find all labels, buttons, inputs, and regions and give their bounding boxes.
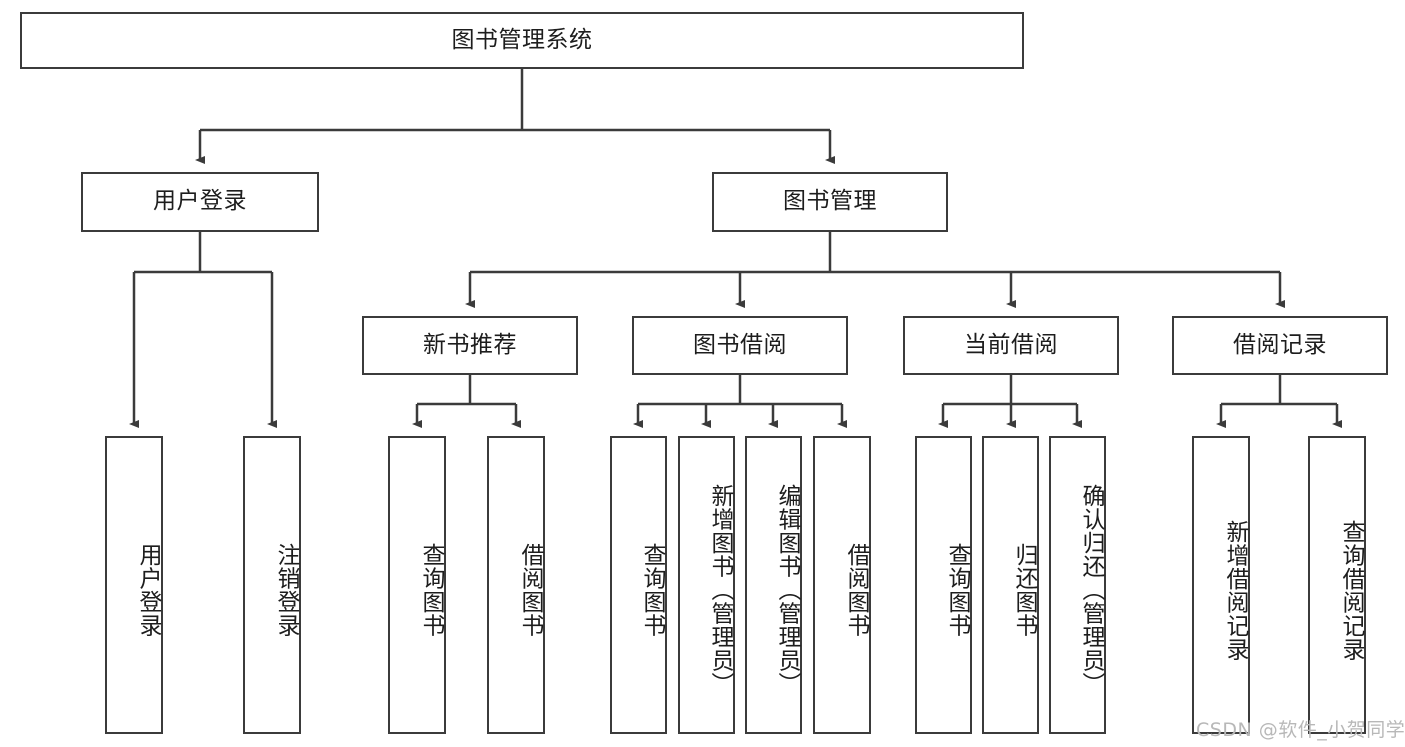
leaf-node-label: 新增图书（管理员）: [707, 484, 733, 696]
watermark: CSDN @软件_小贺同学: [1196, 719, 1405, 741]
leaf-node-label: 借阅图书: [843, 543, 869, 637]
leaf-node-label: 借阅图书: [517, 543, 543, 637]
level3-node[interactable]: 当前借阅: [903, 316, 1119, 375]
leaf-node-label: 查询借阅记录: [1338, 519, 1364, 661]
root-node[interactable]: 图书管理系统: [20, 12, 1024, 69]
level3-node-label: 借阅记录: [1233, 331, 1327, 358]
leaf-node-label: 归还图书: [1011, 543, 1037, 637]
level3-node-label: 图书借阅: [693, 331, 787, 358]
level2-node-label: 用户登录: [153, 188, 247, 215]
leaf-node-label: 查询图书: [944, 543, 970, 637]
level3-node[interactable]: 借阅记录: [1172, 316, 1388, 375]
leaf-node[interactable]: 查询借阅记录: [1308, 436, 1366, 734]
leaf-node[interactable]: 借阅图书: [813, 436, 871, 734]
leaf-node-label: 编辑图书（管理员）: [774, 484, 800, 696]
leaf-node[interactable]: 编辑图书（管理员）: [745, 436, 802, 734]
leaf-node[interactable]: 新增借阅记录: [1192, 436, 1250, 734]
leaf-node[interactable]: 查询图书: [915, 436, 972, 734]
root-node-label: 图书管理系统: [451, 26, 593, 53]
leaf-node[interactable]: 借阅图书: [487, 436, 545, 734]
leaf-node-label: 用户登录: [135, 543, 161, 637]
level3-node[interactable]: 新书推荐: [362, 316, 578, 375]
leaf-node[interactable]: 注销登录: [243, 436, 301, 734]
leaf-node[interactable]: 用户登录: [105, 436, 163, 734]
leaf-node[interactable]: 新增图书（管理员）: [678, 436, 735, 734]
leaf-node-label: 确认归还（管理员）: [1078, 484, 1104, 696]
level2-node[interactable]: 用户登录: [81, 172, 319, 232]
level3-node-label: 新书推荐: [423, 331, 517, 358]
level2-node-label: 图书管理: [783, 188, 877, 215]
level3-node[interactable]: 图书借阅: [632, 316, 848, 375]
leaf-node[interactable]: 归还图书: [982, 436, 1039, 734]
leaf-node-label: 查询图书: [418, 543, 444, 637]
leaf-node-label: 新增借阅记录: [1222, 519, 1248, 661]
leaf-node[interactable]: 确认归还（管理员）: [1049, 436, 1106, 734]
level2-node[interactable]: 图书管理: [712, 172, 948, 232]
leaf-node[interactable]: 查询图书: [610, 436, 667, 734]
level3-node-label: 当前借阅: [964, 331, 1058, 358]
leaf-node[interactable]: 查询图书: [388, 436, 446, 734]
leaf-node-label: 查询图书: [639, 543, 665, 637]
leaf-node-label: 注销登录: [273, 543, 299, 637]
